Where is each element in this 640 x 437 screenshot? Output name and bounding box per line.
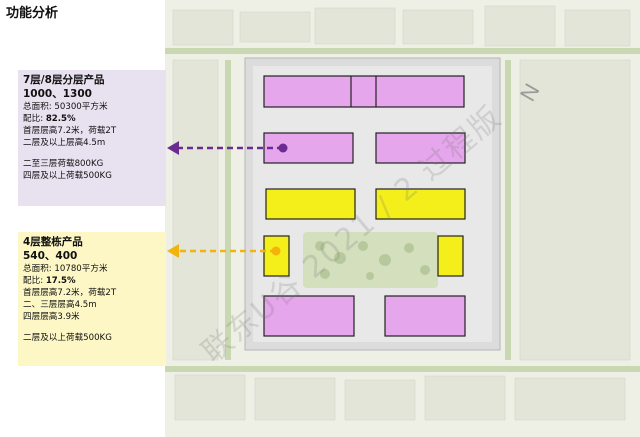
multistory-ratio-label: 配比: <box>23 114 44 124</box>
multistory-area-value: 50300平方米 <box>54 102 108 112</box>
courtyard-trees <box>315 241 430 280</box>
fourstory-spec: 二、三层层高4.5m <box>23 300 97 310</box>
fourstory-area-label: 总面积: <box>23 264 52 274</box>
fourstory-ratio-row: 配比: 17.5% <box>23 275 161 287</box>
fourstory-arrow <box>167 244 281 258</box>
page-title: 功能分析 <box>6 6 59 21</box>
multistory-load: 四层及以上荷载500KG <box>23 171 112 181</box>
hedge-rows <box>165 48 640 372</box>
building-multistory-3 <box>375 132 466 164</box>
building-fourstory-3 <box>263 235 290 277</box>
multistory-size-range: 1000、1300 <box>23 88 92 100</box>
fourstory-product-panel: 4层整栋产品 540、400 总面积: 10780平方米 配比: 17.5% 首… <box>18 232 166 366</box>
multistory-product-panel: 7层/8层分层产品 1000、1300 总面积: 50300平方米 配比: 82… <box>18 70 166 206</box>
building-multistory-1 <box>263 75 465 108</box>
building-multistory-4 <box>263 295 355 337</box>
fourstory-title: 4层整栋产品 <box>23 236 83 248</box>
building-fourstory-4 <box>437 235 464 277</box>
building-fourstory-2 <box>375 188 466 220</box>
fourstory-ratio-value: 17.5% <box>45 276 76 286</box>
multistory-arrow <box>167 141 288 155</box>
multistory-spec: 二层及以上层高4.5m <box>23 138 106 148</box>
multistory-area-row: 总面积: 50300平方米 <box>23 101 161 113</box>
multistory-spec: 首层层高7.2米，荷载2T <box>23 126 117 136</box>
multistory-buildings <box>263 75 466 337</box>
fourstory-buildings <box>263 188 466 277</box>
multistory-load: 二至三层荷载800KG <box>23 159 104 169</box>
multistory-area-label: 总面积: <box>23 102 52 112</box>
fourstory-load: 二层及以上荷载500KG <box>23 333 112 343</box>
site-plan: N <box>165 0 640 437</box>
building-multistory-5 <box>384 295 466 337</box>
fourstory-spec: 四层层高3.9米 <box>23 312 80 322</box>
multistory-title: 7层/8层分层产品 <box>23 74 105 86</box>
building-fourstory-1 <box>265 188 356 220</box>
central-courtyard <box>303 232 438 288</box>
fourstory-area-value: 10780平方米 <box>54 264 108 274</box>
fourstory-size-range: 540、400 <box>23 250 78 262</box>
fourstory-ratio-label: 配比: <box>23 276 44 286</box>
multistory-ratio-value: 82.5% <box>45 114 76 124</box>
surrounding-context <box>172 5 631 421</box>
multistory-ratio-row: 配比: 82.5% <box>23 113 161 125</box>
fourstory-spec: 首层层高7.2米，荷载2T <box>23 288 117 298</box>
fourstory-area-row: 总面积: 10780平方米 <box>23 263 161 275</box>
